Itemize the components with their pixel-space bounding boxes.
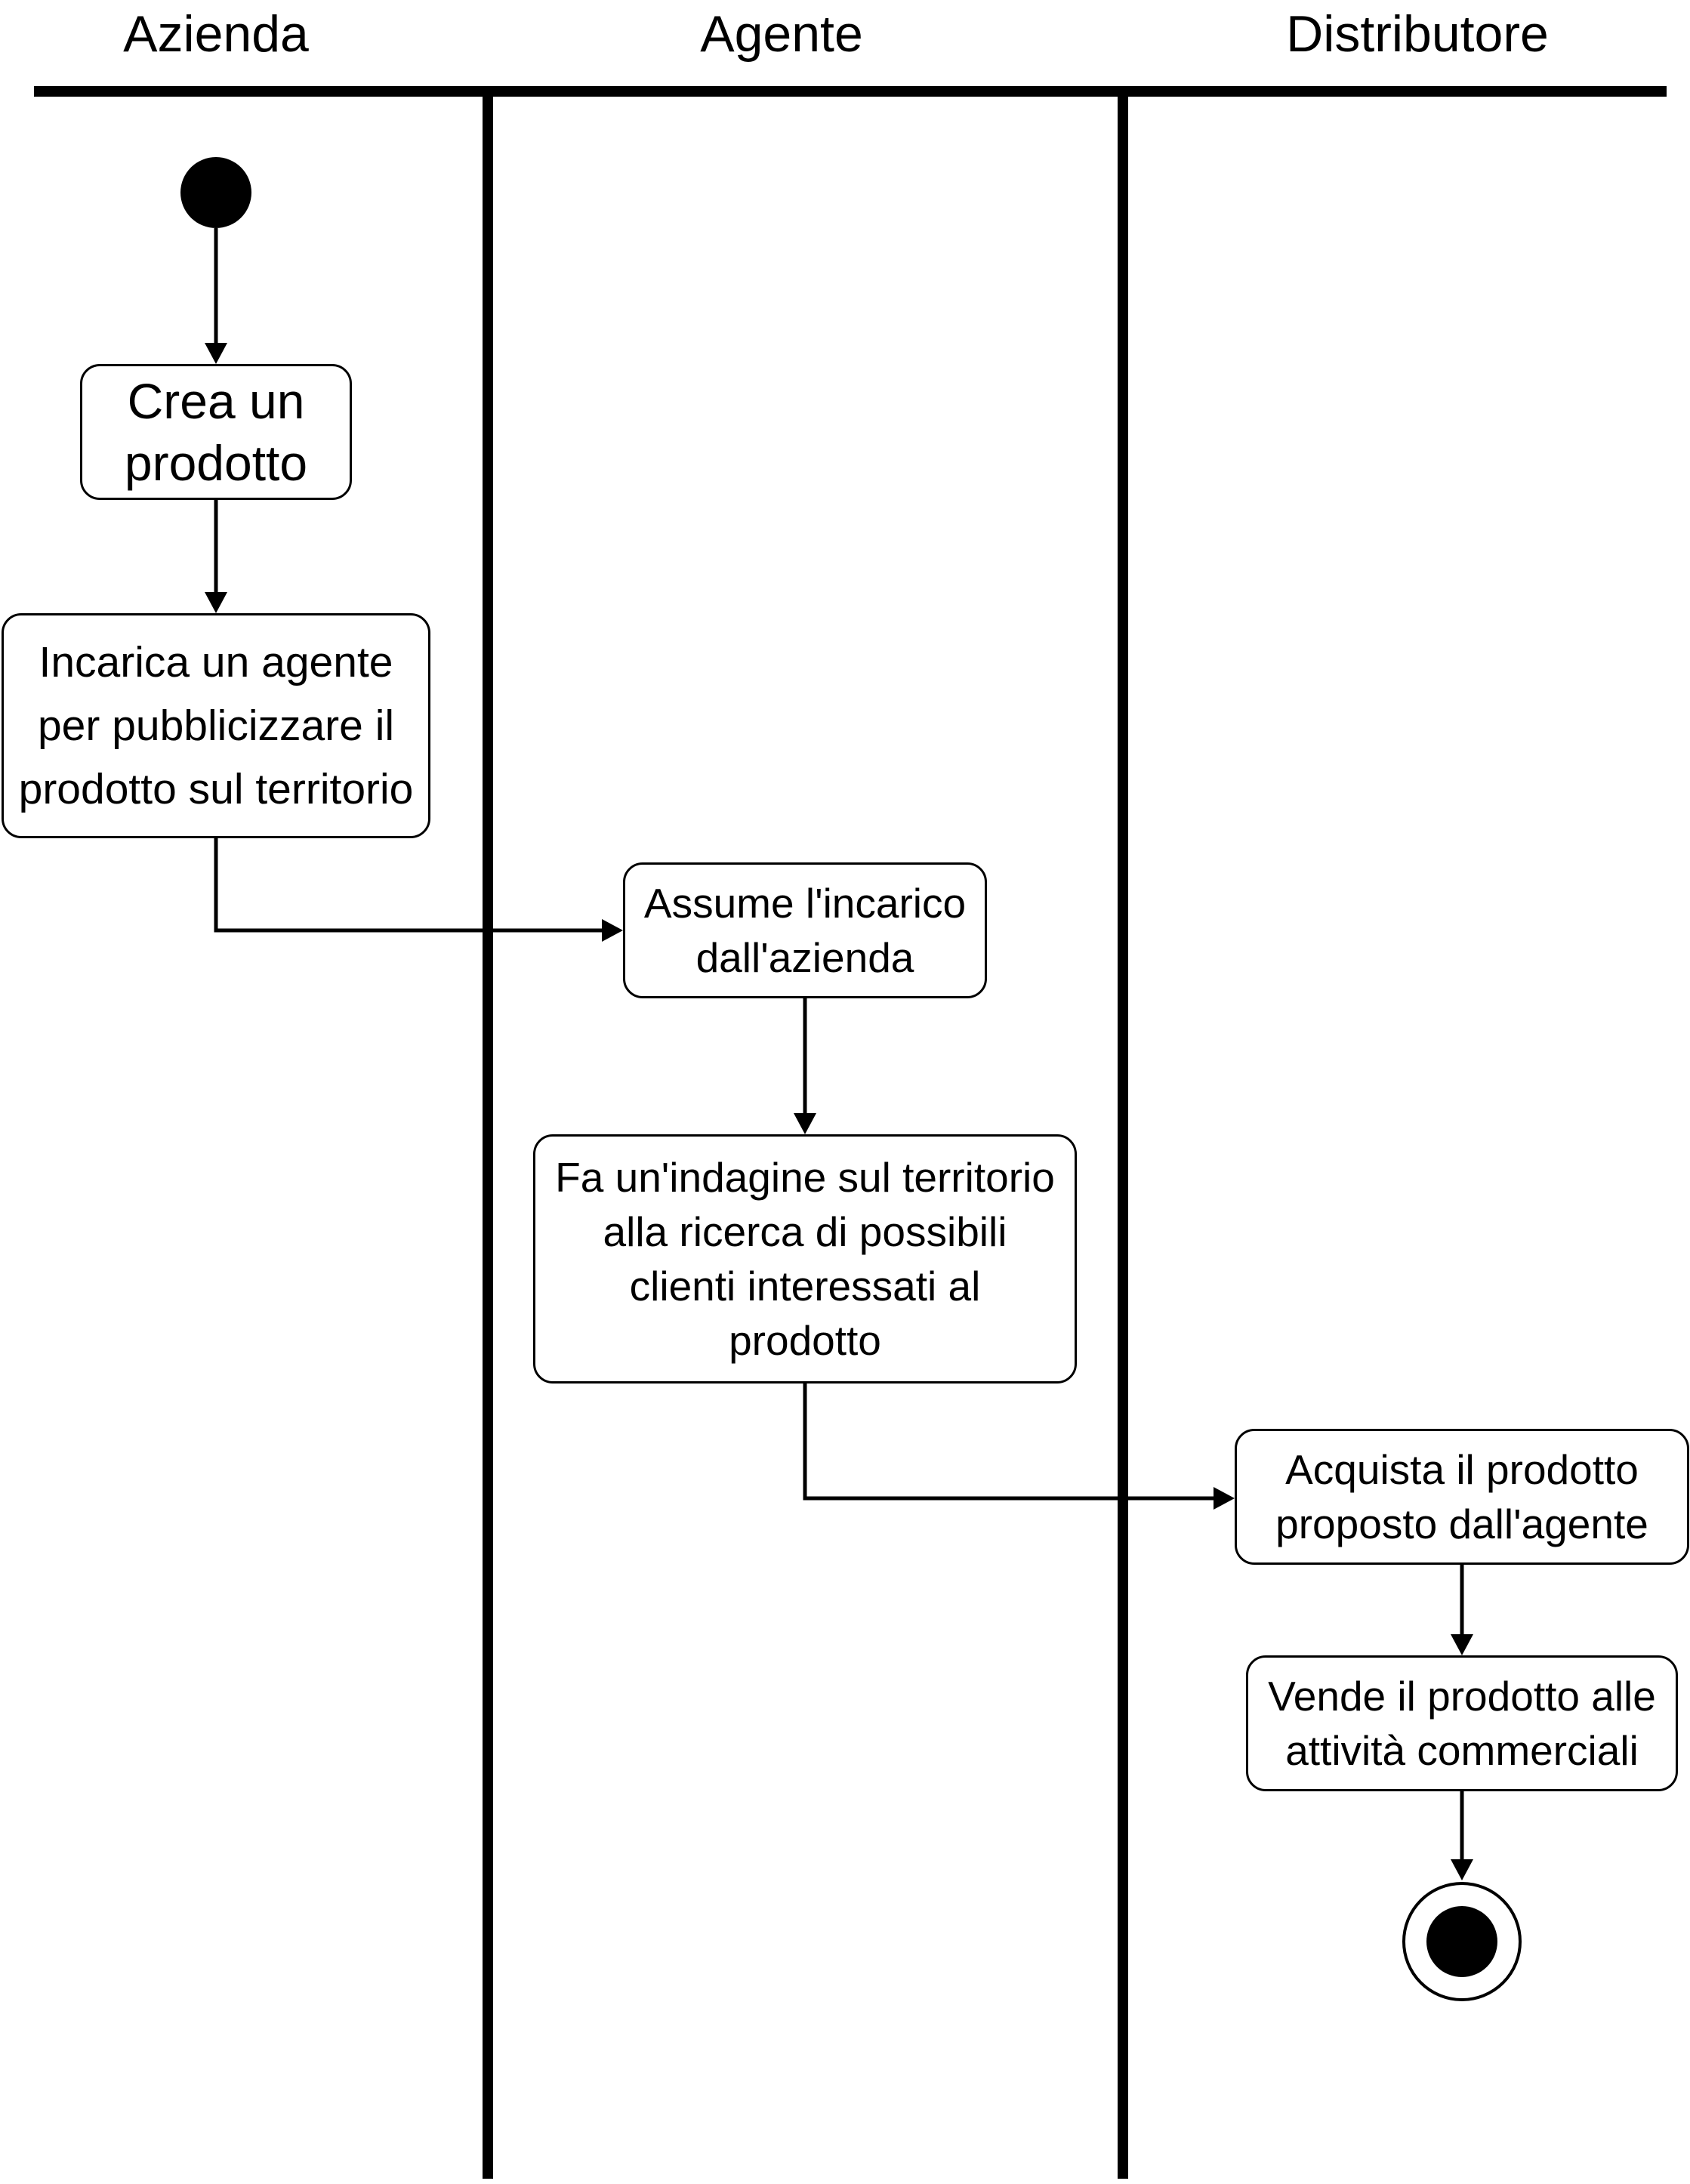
flow-incarica-to-assume — [214, 838, 608, 933]
action-acquista-il-prodotto: Acquista il prodotto proposto dall'agent… — [1235, 1429, 1689, 1565]
lane-title-azienda: Azienda — [123, 5, 309, 63]
action-incarica-un-agente: Incarica un agente per pubblicizzare il … — [2, 613, 430, 838]
action-vende-il-prodotto: Vende il prodotto alle attività commerci… — [1246, 1655, 1678, 1791]
action-assume-l-incarico: Assume l'incarico dall'azienda — [623, 862, 987, 998]
lane-title-agente: Agente — [700, 5, 863, 63]
action-fa-un-indagine: Fa un'indagine sul territorio alla ricer… — [533, 1134, 1077, 1384]
initial-node — [180, 157, 251, 228]
lane-title-distributore: Distributore — [1286, 5, 1549, 63]
flow-indagine-to-acquista — [803, 1384, 1220, 1501]
action-crea-un-prodotto: Crea un prodotto — [80, 364, 352, 500]
final-node — [1402, 1882, 1522, 2001]
